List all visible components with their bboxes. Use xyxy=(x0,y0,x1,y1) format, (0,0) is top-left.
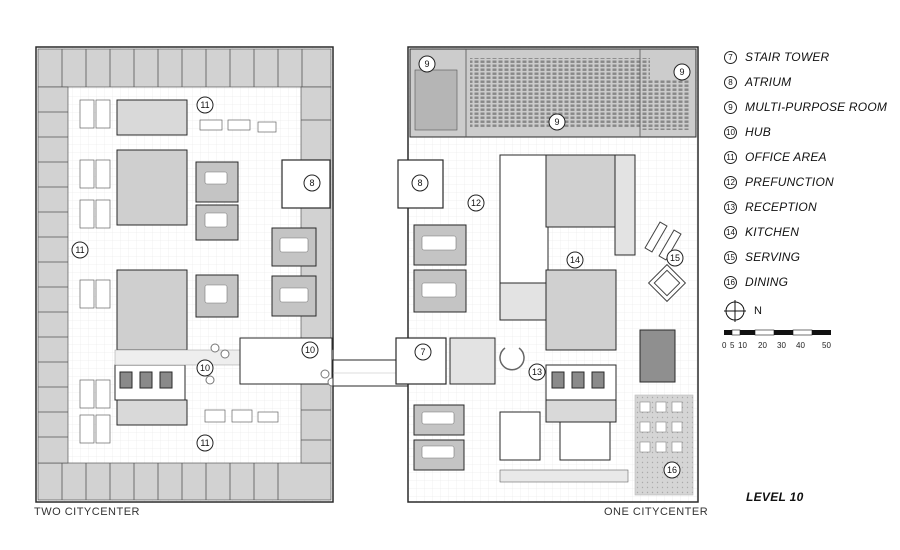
legend-number: 10 xyxy=(724,125,737,139)
plan-tag-10: 10 xyxy=(196,359,214,377)
plan-tag-number: 12 xyxy=(471,198,481,208)
right-conference-rooms xyxy=(413,224,467,471)
hub-bar xyxy=(239,337,333,385)
scale-tick: 20 xyxy=(758,341,767,350)
scale-tick: 0 xyxy=(722,341,727,350)
legend-label: MULTI-PURPOSE ROOM xyxy=(745,100,888,114)
legend-item: 13 RECEPTION xyxy=(724,198,817,216)
plan-tag-9: 9 xyxy=(673,63,691,81)
plan-tag-12: 12 xyxy=(467,194,485,212)
dining-area xyxy=(499,394,694,496)
legend-number: 11 xyxy=(724,150,737,164)
legend-label: KITCHEN xyxy=(745,225,800,239)
plan-tag-7: 7 xyxy=(414,343,432,361)
plan-tag-number: 8 xyxy=(309,178,314,188)
scale-tick: 10 xyxy=(738,341,747,350)
left-workstations xyxy=(79,99,279,444)
legend-item: 16 DINING xyxy=(724,273,788,291)
plan-tag-number: 15 xyxy=(670,253,680,263)
serving-counter xyxy=(639,329,676,383)
level-label: LEVEL 10 xyxy=(746,490,804,504)
plan-tag-number: 11 xyxy=(75,245,84,255)
legend-label: STAIR TOWER xyxy=(745,50,830,64)
legend-number: 13 xyxy=(724,200,737,214)
plan-tag-8: 8 xyxy=(411,174,429,192)
left-core xyxy=(114,99,188,426)
legend-label: RECEPTION xyxy=(745,200,817,214)
plan-tags: 11 11 11 8 10 10 9 9 9 8 12 14 15 7 13 16 xyxy=(71,55,691,479)
right-building-label: ONE CITYCENTER xyxy=(604,506,709,518)
two-citycenter-building xyxy=(35,46,337,503)
plan-tag-number: 11 xyxy=(200,438,209,448)
legend-number: 15 xyxy=(724,250,737,264)
plan-tag-8: 8 xyxy=(303,174,321,192)
left-office-dividers xyxy=(38,49,331,500)
plan-tag-16: 16 xyxy=(663,461,681,479)
plan-tag-number: 10 xyxy=(305,345,315,355)
legend-item: 15 SERVING xyxy=(724,248,800,266)
north-arrow-icon xyxy=(724,300,746,322)
plan-tag-number: 7 xyxy=(420,347,425,357)
plan-tag-11: 11 xyxy=(71,241,89,259)
scale-bar xyxy=(724,329,831,336)
legend-item: 7 STAIR TOWER xyxy=(724,48,829,66)
legend-label: OFFICE AREA xyxy=(745,150,827,164)
legend-label: HUB xyxy=(745,125,771,139)
legend-label: ATRIUM xyxy=(745,75,792,89)
plan-tag-number: 16 xyxy=(667,465,677,475)
plan-tag-number: 11 xyxy=(200,100,209,110)
plan-tag-11: 11 xyxy=(196,434,214,452)
legend-label: SERVING xyxy=(745,250,801,264)
legend-label: PREFUNCTION xyxy=(745,175,834,189)
legend-item: 11 OFFICE AREA xyxy=(724,148,827,166)
serving-area xyxy=(644,221,687,303)
left-building-label: TWO CITYCENTER xyxy=(34,506,140,518)
left-conference-tables xyxy=(204,171,309,304)
scale-tick: 40 xyxy=(796,341,805,350)
scale-tick: 50 xyxy=(822,341,831,350)
legend-number: 9 xyxy=(724,100,737,114)
plan-tag-number: 9 xyxy=(679,67,684,77)
one-citycenter-building xyxy=(395,46,699,503)
legend-number: 16 xyxy=(724,275,737,289)
legend-item: 12 PREFUNCTION xyxy=(724,173,834,191)
plan-tag-number: 9 xyxy=(424,59,429,69)
legend-item: 14 KITCHEN xyxy=(724,223,799,241)
plan-tag-15: 15 xyxy=(666,249,684,267)
plan-tag-number: 10 xyxy=(200,363,210,373)
plan-tag-9: 9 xyxy=(548,113,566,131)
plan-tag-11: 11 xyxy=(196,96,214,114)
legend-number: 8 xyxy=(724,75,737,89)
legend-label: DINING xyxy=(745,275,789,289)
plan-tag-14: 14 xyxy=(566,251,584,269)
reception-desk xyxy=(499,347,525,371)
legend-item: 8 ATRIUM xyxy=(724,73,791,91)
kitchen-core xyxy=(499,154,636,351)
legend-number: 12 xyxy=(724,175,737,189)
plan-tag-13: 13 xyxy=(528,363,546,381)
legend-number: 7 xyxy=(724,50,737,64)
plan-tag-number: 8 xyxy=(417,178,422,188)
legend-item: 9 MULTI-PURPOSE ROOM xyxy=(724,98,887,116)
legend-number: 14 xyxy=(724,225,737,239)
plan-tag-9: 9 xyxy=(418,55,436,73)
plan-tag-number: 9 xyxy=(554,117,559,127)
left-perimeter-offices xyxy=(37,48,332,501)
scale-tick: 5 xyxy=(730,341,735,350)
north-label: N xyxy=(754,305,762,317)
plan-tag-number: 14 xyxy=(570,255,580,265)
right-lower-core xyxy=(499,364,617,461)
scale-tick: 30 xyxy=(777,341,786,350)
plan-tag-number: 13 xyxy=(532,367,542,377)
right-conference-tables xyxy=(421,235,457,459)
legend-item: 10 HUB xyxy=(724,123,771,141)
plan-tag-10: 10 xyxy=(301,341,319,359)
